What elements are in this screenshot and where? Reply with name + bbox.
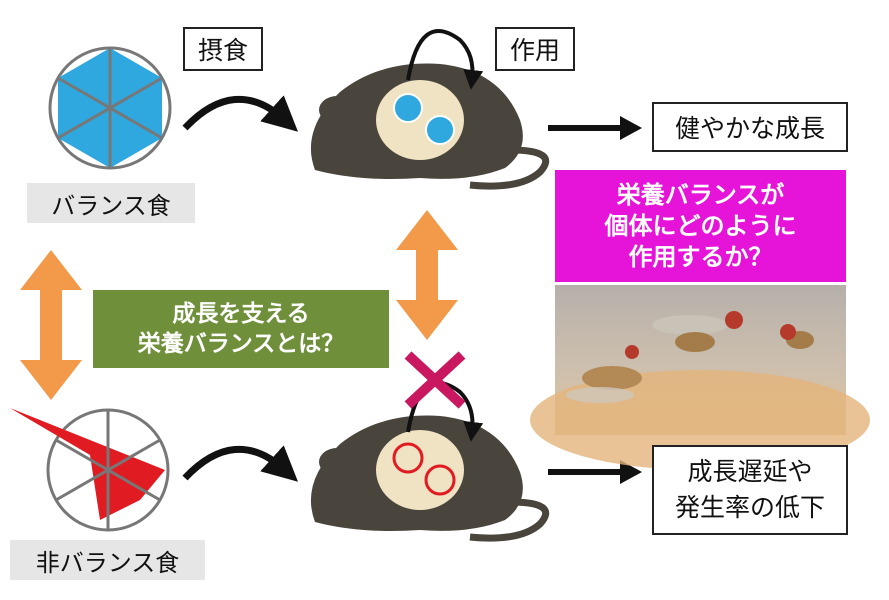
effect-question-line1: 栄養バランスが <box>616 180 785 209</box>
balanced-diet-icon <box>48 46 172 170</box>
orange-double-arrow-center <box>396 210 458 340</box>
outcome-arrow-top <box>548 116 642 140</box>
orange-double-arrow-left <box>20 250 82 400</box>
cross-mark-icon <box>404 351 466 409</box>
nutrition-question-box: 成長を支える 栄養バランスとは？ <box>93 290 389 368</box>
fly-photo <box>530 285 870 470</box>
intake-arrow-bottom <box>182 445 299 482</box>
unbalanced-diet-label: 非バランス食 <box>10 540 205 580</box>
effect-question-line2: 個体にどのように <box>604 211 797 240</box>
mouse-unbalanced <box>310 351 550 542</box>
balanced-diet-label: バランス食 <box>27 183 195 223</box>
nutrition-question-line1: 成長を支える <box>172 301 310 327</box>
intake-arrow-top <box>182 95 299 132</box>
unbalanced-diet-icon <box>10 408 170 532</box>
intake-label-text: 摂食 <box>197 36 248 65</box>
outcome-arrow-bottom <box>548 460 642 484</box>
mouse-balanced <box>310 29 550 190</box>
growth-delay-text-line2: 発生率の低下 <box>674 493 825 522</box>
intake-label: 摂食 <box>183 27 263 71</box>
unbalanced-diet-text: 非バランス食 <box>35 548 180 577</box>
effect-question-line3: 作用するか？ <box>628 242 773 271</box>
healthy-growth-label: 健やかな成長 <box>652 102 848 152</box>
balanced-diet-text: バランス食 <box>51 191 171 220</box>
effect-question-box: 栄養バランスが 個体にどのように 作用するか？ <box>555 170 846 282</box>
action-label-text: 作用 <box>509 36 560 65</box>
growth-delay-text-line1: 成長遅延や <box>687 457 813 486</box>
nutrition-question-line2: 栄養バランスとは？ <box>137 331 345 357</box>
action-label: 作用 <box>495 27 575 71</box>
healthy-growth-text: 健やかな成長 <box>674 114 825 143</box>
growth-delay-label: 成長遅延や 発生率の低下 <box>652 445 848 535</box>
